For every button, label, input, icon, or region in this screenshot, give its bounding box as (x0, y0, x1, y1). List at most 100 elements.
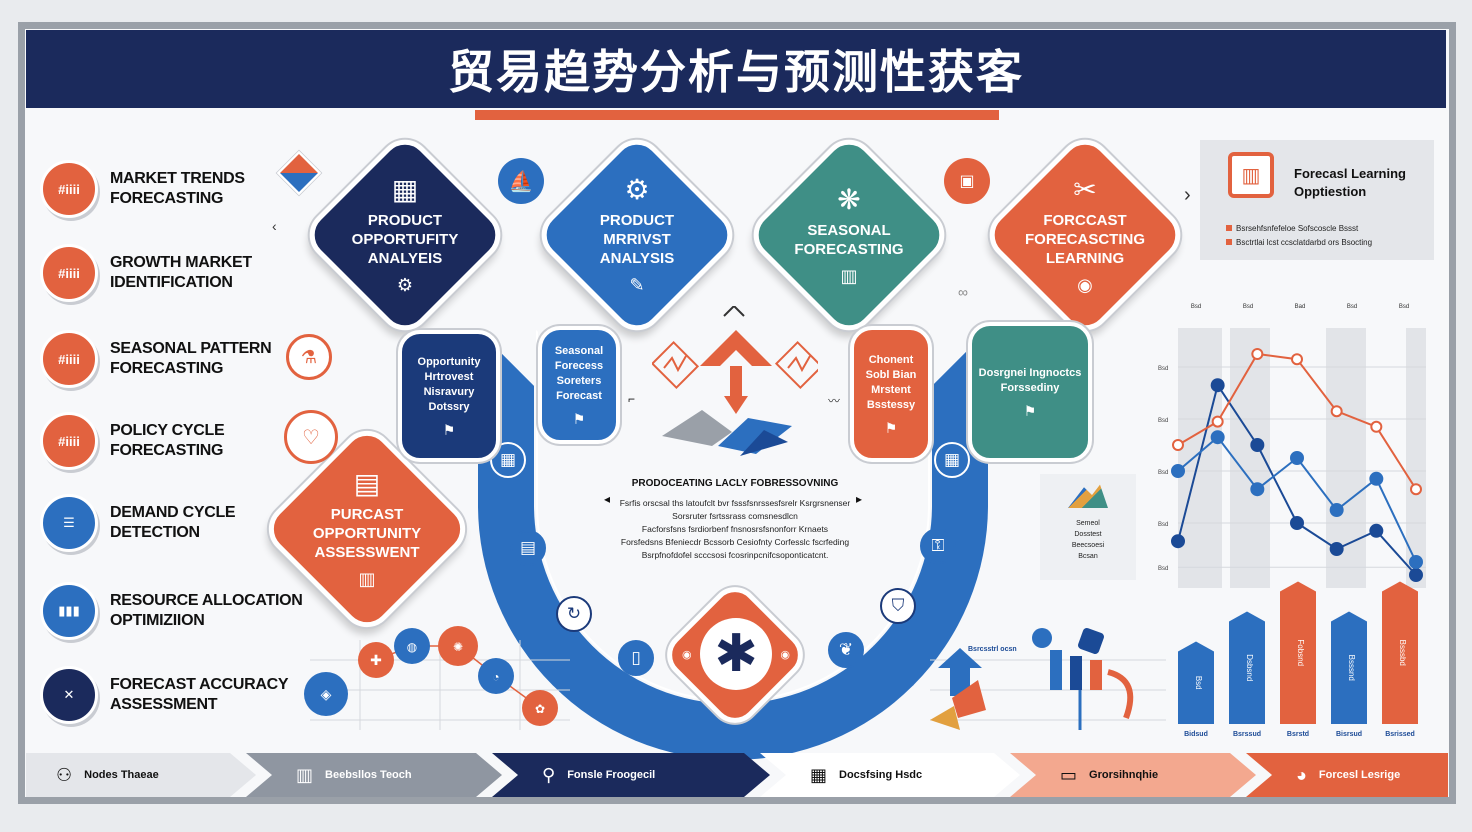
left-item: ☰ DEMAND CYCLE DETECTION (40, 494, 310, 552)
top-label: Bsd (1399, 304, 1409, 310)
series-point (1211, 415, 1224, 428)
series-point (1410, 483, 1422, 496)
arrow-right-icon: ▸ (856, 492, 863, 506)
diamond-icon: ▦ (391, 174, 419, 205)
small-box-icon: ⚑ (884, 419, 898, 436)
bar-inner-label: Dsbsnd (1245, 654, 1254, 681)
target-icon: ✕ (40, 666, 98, 724)
small-box-card: Opportunity Hrtrovest Nisravury Dotssry⚑ (398, 330, 500, 462)
wave-icon: 〰 (828, 394, 841, 408)
dash-icon: ⌐ (628, 392, 636, 406)
title-bar: 贸易趋势分析与预测性获客 (26, 30, 1446, 108)
svg-text:◔: ◔ (492, 670, 499, 684)
diamond-label: PRODUCT MRRIVST ANALYSIS (599, 212, 675, 267)
mini-cluster-chart (930, 628, 1166, 730)
small-box-label: Seasonal Forecess Soreters Forecast (554, 344, 604, 402)
legend-row-text: Bsrsehfsnfefeloe Sofscoscle Bssst (1236, 224, 1359, 233)
series-point (1171, 464, 1185, 478)
chart-icon: #iiii (40, 160, 98, 218)
bottom-step: ▦Docsfsing Hsdc (760, 753, 1020, 797)
diamond-label: PRODUCT OPPORTUFITY ANALYEIS (351, 212, 459, 267)
book-icon: ▥ (1228, 152, 1274, 198)
small-box-label: Chonent Sobl Bian Mrstent Bsstessy (865, 353, 917, 411)
title-accent-bar (475, 110, 999, 120)
user-icon: ◕ (1296, 764, 1307, 785)
small-box-icon: ⚑ (572, 410, 586, 427)
series-point (1409, 555, 1423, 569)
diamond-content: ✂FORCCAST FORECASCTING LEARNING◉ (1020, 168, 1150, 302)
page-title: 贸易趋势分析与预测性获客 (448, 45, 1024, 99)
y-tick: Bsd (1158, 418, 1168, 424)
diamond-content: ❋SEASONAL FORECASTING▥ (789, 168, 909, 302)
bar-label: Bsrstd (1287, 731, 1309, 738)
diamond-content: ▦PRODUCT OPPORTUFITY ANALYEIS⚙ (340, 168, 470, 302)
bottom-left-chart: ✚ ◍ ✺ ◔ ✿ ◈ (304, 626, 570, 730)
center-title: PRODOCEATING LACLY FOBRESSOVNING (631, 478, 839, 489)
bar (1331, 611, 1367, 724)
series-point (1251, 348, 1264, 360)
legend-title-line2: Opptiestion (1294, 184, 1367, 199)
bottom-step: ⚲Fonsle Froogecil (492, 753, 770, 797)
series-point (1171, 534, 1185, 549)
top-label: Bsd (1243, 304, 1253, 310)
core-left-icon: ◉ (682, 649, 692, 661)
left-item-label: MARKET TRENDS FORECASTING (110, 170, 245, 207)
small-box-card: Dosrgnei Ingnoctcs Forssediny⚑ (968, 322, 1092, 462)
series-point (1329, 503, 1344, 517)
leaf-icon: ❦ (828, 632, 864, 668)
person-icon: ⚲ (542, 764, 556, 785)
diamond-content: ⚙PRODUCT MRRIVST ANALYSIS✎ (577, 168, 697, 302)
left-item: ▮▮▮ RESOURCE ALLOCATION OPTIMIZIION (40, 582, 310, 640)
medicine-icon: ⚗ (286, 334, 332, 380)
series-point (1210, 378, 1225, 393)
center-line: Sorsruter fsrtssrass comsnesdlcn (672, 511, 798, 521)
bar (1229, 611, 1265, 724)
y-tick: Bsd (1158, 366, 1168, 372)
y-tick: Bsd (1158, 522, 1168, 528)
legend-row: Bsctrtlai lcst ccsclatdarbd ors Bsocting (1226, 238, 1372, 247)
left-item-label: GROWTH MARKET IDENTIFICATION (110, 254, 252, 291)
diamond-content: ▤PURCAST OPPORTUNITY ASSESSWENT▥ (297, 460, 437, 598)
side-card-line: Semeol (1076, 520, 1100, 527)
diamond-sub-icon: ▥ (358, 569, 376, 589)
bottom-step-label: Forcesl Lesrige (1318, 769, 1401, 781)
bottom-step: ▭Grorsihnqhie (1010, 753, 1256, 797)
center-line: Facforsfsns fsrdiorbenf fnsnosrsfsnonfor… (641, 524, 829, 534)
core-circle: ✱ (700, 618, 772, 690)
small-box-icon: ⚑ (442, 421, 456, 438)
center-graphic (650, 304, 824, 476)
columns-icon: ▥ (296, 764, 314, 785)
legend-title: Forecasl Learning Opptiestion (1294, 165, 1406, 201)
link-icon: ∞ (958, 284, 968, 300)
top-label: Bsd (1191, 304, 1201, 310)
center-line: Bsrpfnofdofel scccsosi fcosrinpcnifcsopo… (641, 550, 829, 560)
svg-text:◍: ◍ (407, 640, 418, 654)
center-line: Forsfedsns Bfeniecdr Bcssorb Cesiofnty C… (620, 537, 850, 547)
side-card-line: Dosstest (1074, 531, 1102, 538)
bar-label: Bidsud (1184, 731, 1208, 738)
lock-icon-2: ⚿ (920, 528, 956, 564)
top-label: Bad (1295, 304, 1306, 310)
chart-icon: #iiii (40, 330, 98, 388)
bar-inner-label: Bsssnd (1347, 655, 1356, 681)
side-card-line: Beecsoesi (1071, 542, 1105, 549)
series-point (1370, 420, 1383, 433)
y-tick: Bsd (1158, 566, 1168, 572)
series-point (1291, 353, 1303, 366)
series-point (1250, 438, 1265, 452)
diamond-icon: ❋ (837, 183, 861, 215)
bar-chart-icon: ▮▮▮ (40, 582, 98, 640)
heartbeat-icon: ♡ (284, 410, 338, 464)
refresh-icon: ↻ (556, 596, 592, 632)
tray-icon: ▭ (1060, 764, 1078, 785)
list-icon: ☰ (40, 494, 98, 552)
left-item-label: RESOURCE ALLOCATION OPTIMIZIION (110, 592, 303, 629)
left-item: ✕FORECAST ACCURACY ASSESSMENT (40, 666, 310, 724)
bottom-step: ⚇Nodes Thaeae (26, 753, 256, 797)
series-point (1172, 439, 1184, 451)
left-item-label: DEMAND CYCLE DETECTION (110, 504, 236, 541)
center-description: PRODOCEATING LACLY FOBRESSOVNING Fsrfis … (600, 478, 870, 562)
svg-text:◈: ◈ (321, 686, 332, 702)
